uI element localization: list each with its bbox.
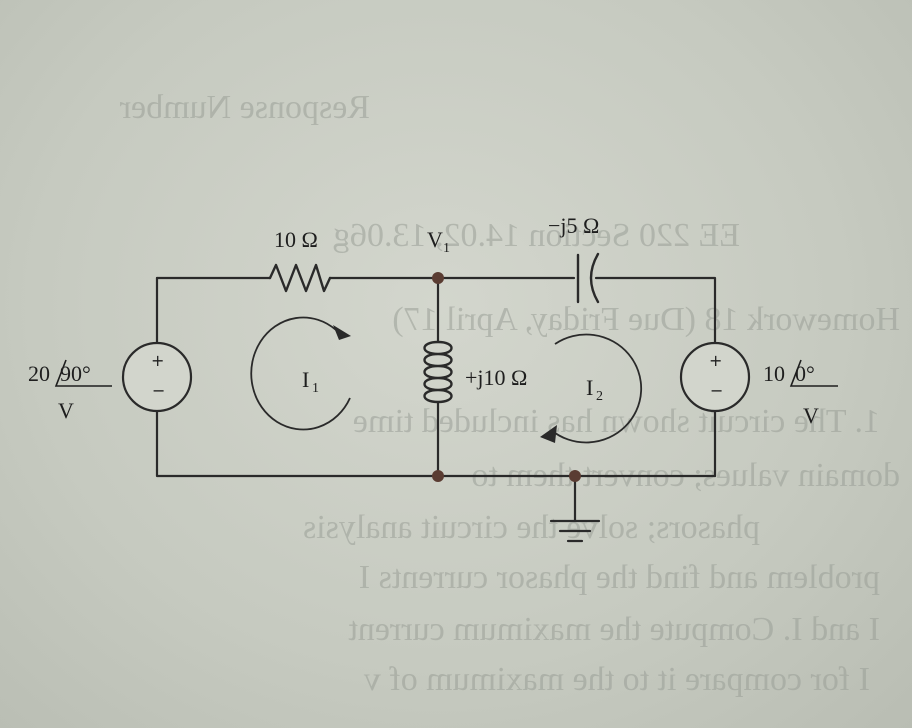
- ground-symbol: [549, 519, 601, 543]
- capacitor-plate-curved: [589, 252, 600, 304]
- mesh-label-2-sub: 2: [596, 389, 603, 404]
- ghost-line-6: problem and find the phasor currents I: [359, 559, 880, 596]
- inductor-coil: [423, 340, 453, 404]
- mesh-label-1-main: I: [302, 367, 309, 392]
- source-left-magnitude: 20: [28, 361, 50, 386]
- mesh-2-arc: [550, 333, 643, 444]
- node-label-sub: 1: [443, 241, 450, 256]
- mesh-label-1-sub: 1: [312, 381, 319, 396]
- mesh-1-arc: [250, 316, 351, 431]
- wires: [155, 276, 717, 523]
- voltage-source-left: + −: [121, 341, 193, 413]
- resistor-10ohm: [268, 263, 332, 293]
- mesh-label-2-main: I: [586, 375, 593, 400]
- source-right-angle-symbol: [789, 359, 838, 387]
- wire-top-right: [594, 276, 717, 345]
- capacitor: [576, 252, 600, 304]
- source-left-circle: [121, 341, 193, 413]
- capacitor-label: −j5 Ω: [548, 213, 599, 238]
- source-left-plus: +: [151, 351, 164, 370]
- voltage-source-right: + −: [679, 341, 751, 413]
- node-ground: [569, 470, 581, 482]
- ghost-line-8: I for compare it to the maximum of v: [364, 661, 870, 698]
- source-left-angle: 90°: [60, 361, 91, 386]
- source-left-minus: −: [152, 381, 165, 400]
- ghost-line-2: Homework 18 (Due Friday, April 17): [392, 301, 900, 338]
- node-bottom-middle: [432, 470, 444, 482]
- ghost-line-5: phasors; solve the circuit analysis: [303, 509, 760, 546]
- mesh-label-i2: I 2: [586, 375, 603, 404]
- source-right-circle: [679, 341, 751, 413]
- source-right-minus: −: [710, 381, 723, 400]
- source-right-unit: V: [803, 403, 819, 428]
- ghost-line-1: EE 220 Section 14.02, 13.06g: [333, 217, 740, 254]
- mesh-current-arrow-1: [250, 316, 351, 431]
- bleed-through-text: Response Number EE 220 Section 14.02, 13…: [119, 89, 900, 698]
- source-left-angle-symbol: [54, 359, 112, 387]
- inductor-label: +j10 Ω: [465, 365, 527, 390]
- wire-bottom: [155, 468, 717, 478]
- node-top-middle: [432, 272, 444, 284]
- mesh-current-arrow-2: [540, 333, 643, 444]
- node-label-main: V: [427, 227, 443, 252]
- node-label-v1: V 1: [427, 227, 450, 256]
- source-right-plus: +: [709, 351, 722, 370]
- mesh-label-i1: I 1: [302, 367, 319, 396]
- source-left-value: 20 90° V: [28, 359, 112, 423]
- ghost-line-0: Response Number: [119, 89, 370, 126]
- mesh-1-arrowhead: [333, 325, 351, 340]
- mesh-2-arrowhead: [540, 425, 557, 443]
- source-right-magnitude: 10: [763, 361, 785, 386]
- ghost-line-7: I and I. Compute the maximum current: [348, 611, 880, 648]
- resistor-label: 10 Ω: [274, 227, 318, 252]
- source-left-unit: V: [58, 398, 74, 423]
- source-right-angle: 0°: [795, 361, 815, 386]
- source-right-value: 10 0° V: [763, 359, 838, 428]
- inductor: [423, 340, 453, 404]
